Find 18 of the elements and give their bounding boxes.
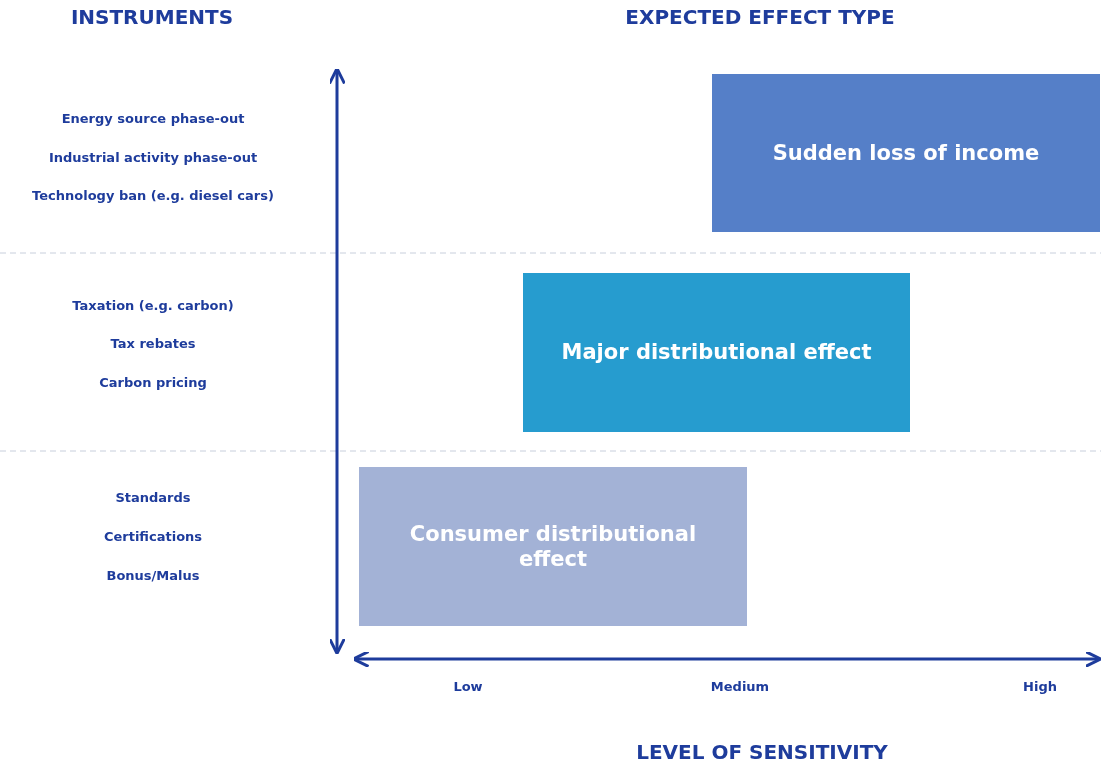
instrument-label: Technology ban (e.g. diesel cars) xyxy=(32,187,274,203)
instrument-label: Energy source phase-out xyxy=(61,110,245,126)
instrument-label: Taxation (e.g. carbon) xyxy=(72,297,234,313)
instrument-label: Tax rebates xyxy=(110,335,196,351)
effect-box: Consumer distributional effect xyxy=(359,467,747,626)
axis-title: LEVEL OF SENSITIVITY xyxy=(636,740,888,764)
instrument-label: Industrial activity phase-out xyxy=(48,149,258,165)
instrument-label: Standards xyxy=(115,489,191,505)
instrument-label: Bonus/Malus xyxy=(106,567,200,583)
heading: EXPECTED EFFECT TYPE xyxy=(625,5,895,29)
instrument-label: Carbon pricing xyxy=(99,374,207,390)
effect-box: Major distributional effect xyxy=(523,273,910,432)
instrument-label: Certifications xyxy=(103,528,203,544)
axis-tick-label: Low xyxy=(453,678,483,694)
effect-box: Sudden loss of income xyxy=(712,74,1100,232)
axis-tick-label: Medium xyxy=(710,678,770,694)
heading: INSTRUMENTS xyxy=(70,5,234,29)
axis-tick-label: High xyxy=(1023,678,1057,694)
